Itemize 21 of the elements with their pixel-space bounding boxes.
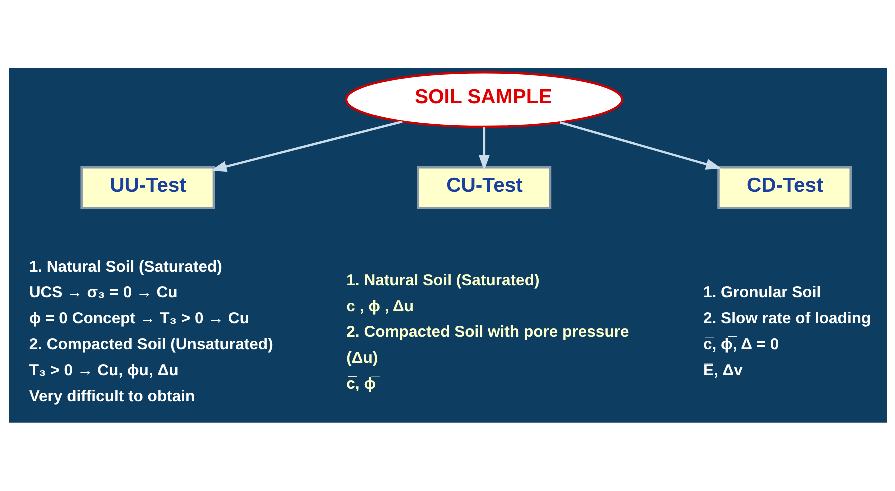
- node-label: UCS → σ₃ = 0 → Cu: [28, 284, 178, 302]
- node-box: CD-Test: [717, 166, 852, 210]
- node-box: UU-Test: [80, 166, 215, 210]
- arrow: [478, 127, 490, 171]
- node-ellipse: SOIL SAMPLE: [344, 72, 623, 128]
- node-label: c , ϕ , Δu: [346, 298, 414, 316]
- node-label: ϕ = 0 Concept → T₃ > 0 → Cu: [28, 310, 249, 328]
- node-box: CU-Test: [416, 166, 552, 210]
- node-label: c̅, ϕ̅, Δ = 0: [702, 336, 779, 354]
- node-label: Very difficult to obtain: [28, 388, 195, 406]
- node-label: 1. Natural Soil (Saturated): [28, 258, 222, 276]
- arrow: [559, 122, 722, 170]
- node-label: 1. Natural Soil (Saturated): [346, 272, 540, 290]
- node-label: 1. Gronular Soil: [702, 284, 821, 302]
- node-label: (Δu): [346, 350, 378, 368]
- node-label: 2. Compacted Soil with pore pressure: [346, 324, 629, 342]
- node-label: 2. Slow rate of loading: [702, 310, 871, 328]
- node-label: T₃ > 0 → Cu, ϕu, Δu: [28, 362, 178, 380]
- node-label: E̅, Δv: [702, 362, 742, 380]
- arrow: [210, 120, 402, 172]
- node-label: 2. Compacted Soil (Unsaturated): [28, 336, 273, 354]
